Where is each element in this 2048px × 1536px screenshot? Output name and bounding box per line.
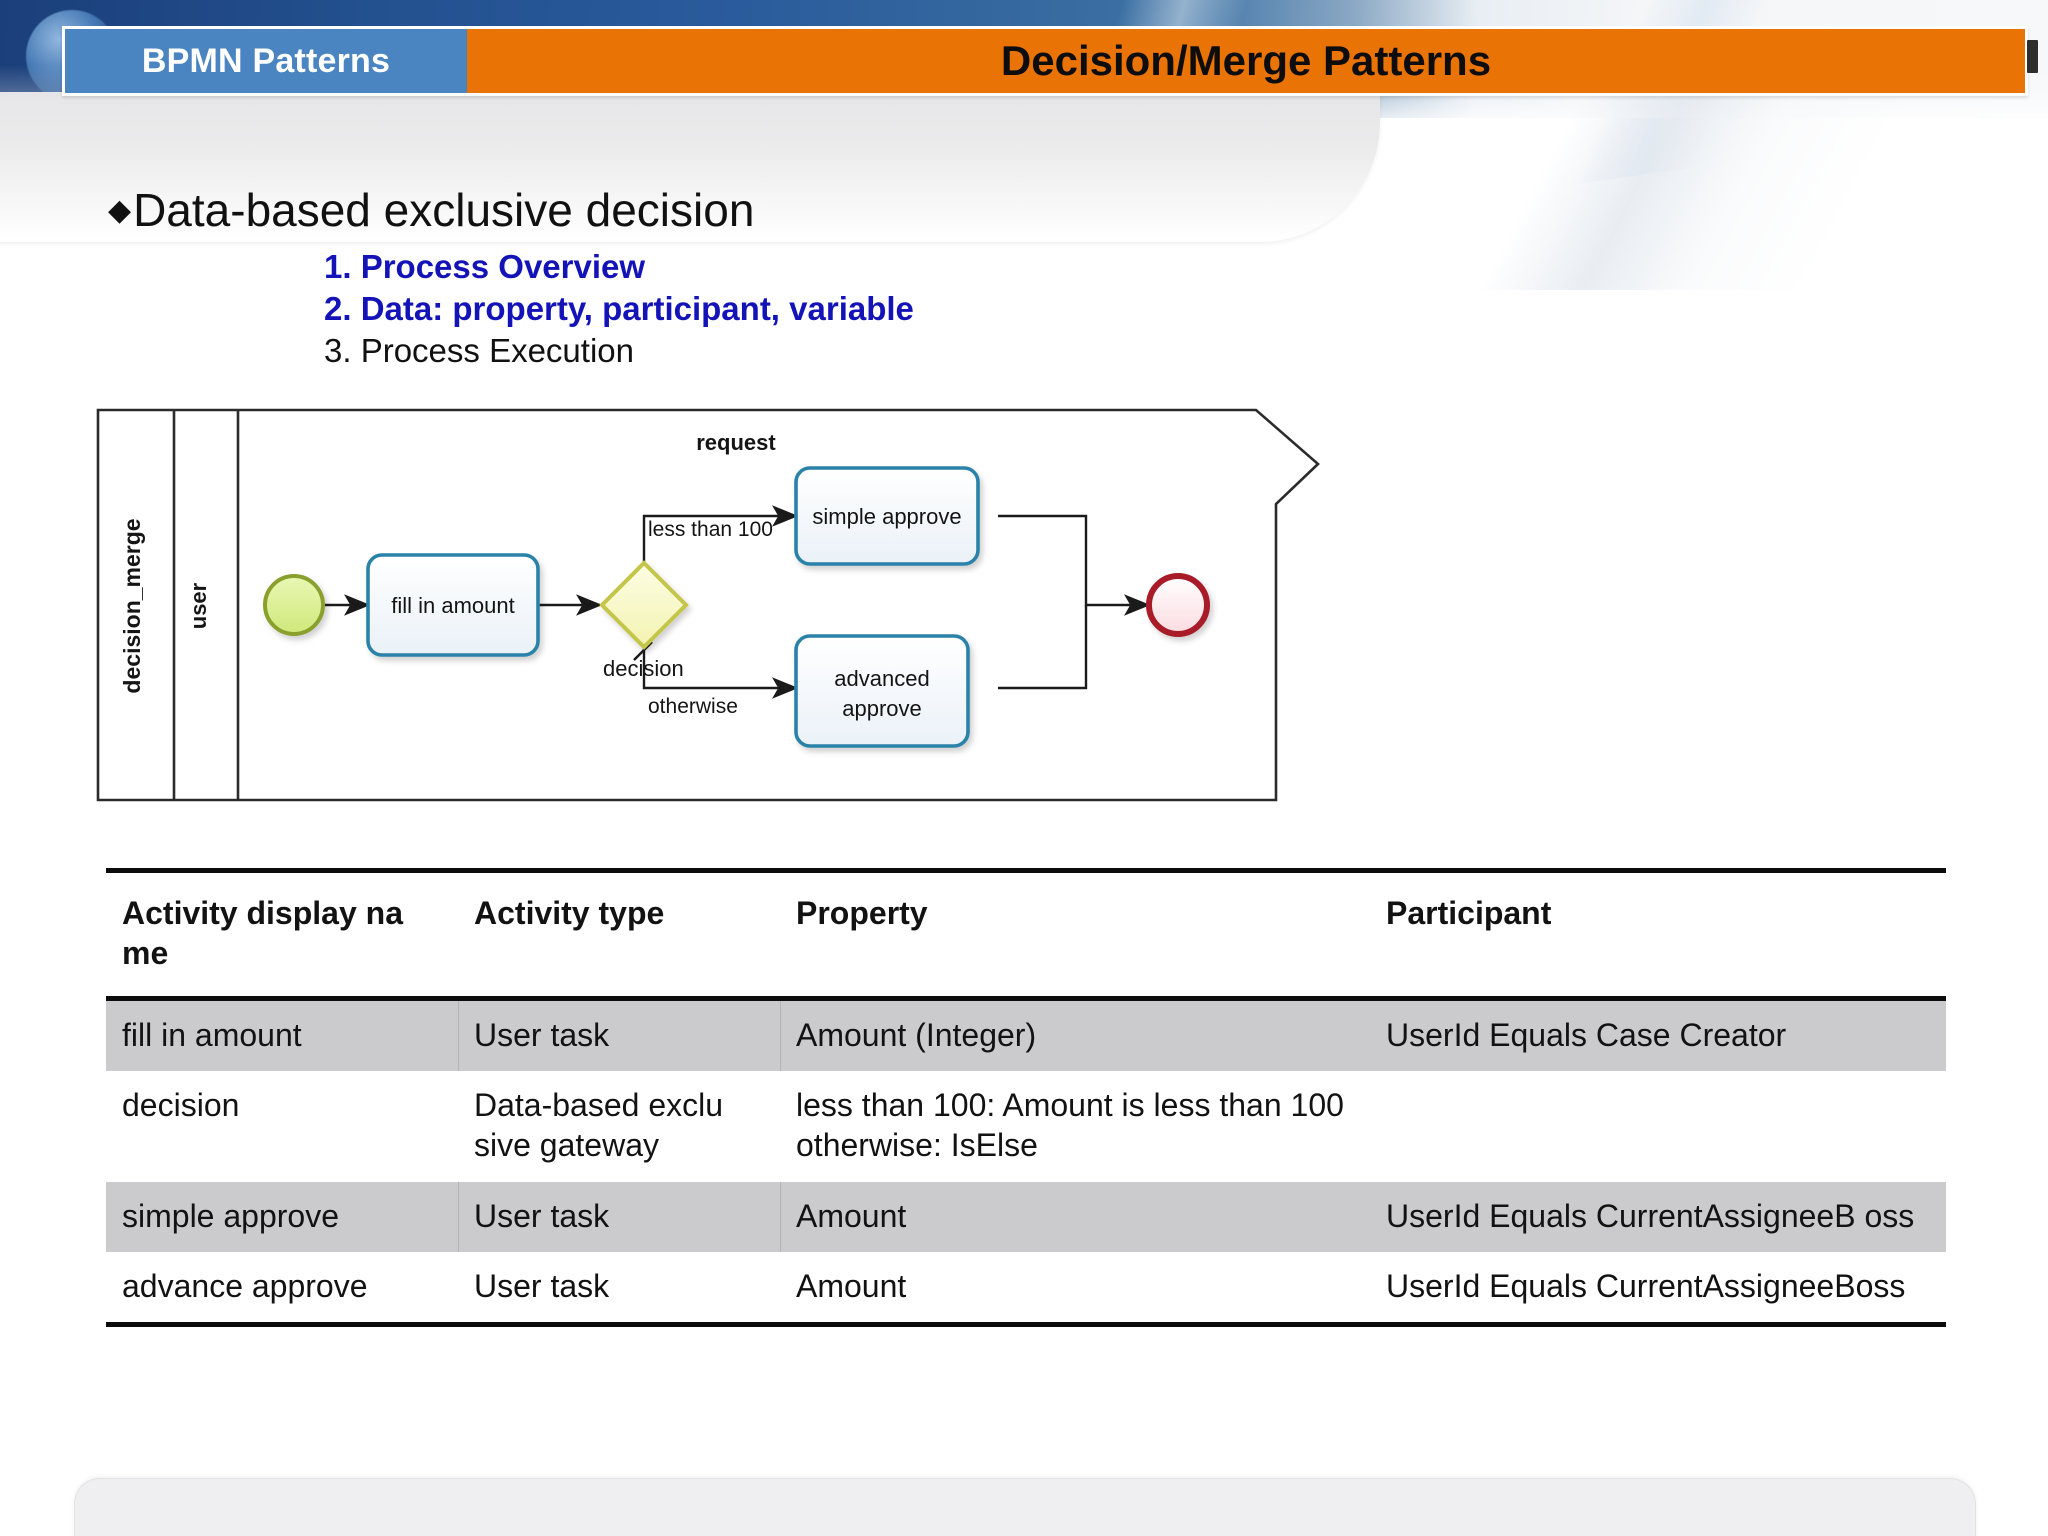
cell-type: User task (458, 1182, 780, 1252)
cell-activity: decision (122, 1086, 240, 1123)
column-header-activity-type: Activity type (474, 895, 665, 931)
cell-activity: advance approve (122, 1267, 368, 1304)
task-simple-approve[interactable] (794, 466, 980, 566)
gateway-label: decision (603, 656, 684, 681)
outline-item-1: 1. Process Overview (324, 247, 646, 285)
table-row: simple approve User task Amount UserId E… (106, 1181, 1946, 1252)
cell-property: Amount (796, 1267, 907, 1304)
outline-block: ◆ Data-based exclusive decision 1. Proce… (108, 184, 1408, 373)
cell-property: Amount (780, 1182, 1370, 1252)
page-title: Decision/Merge Patterns (1000, 37, 1492, 84)
cell-type: User task (474, 1267, 610, 1304)
task-advanced-approve-label-line2: approve (842, 696, 922, 721)
outline-heading: Data-based exclusive decision (133, 184, 755, 236)
table-row: fill in amount User task Amount (Integer… (106, 998, 1946, 1071)
diamond-bullet-icon: ◆ (108, 194, 132, 227)
cell-participant: UserId Equals Case Creator (1386, 1016, 1787, 1053)
pool-label: decision_merge (119, 518, 145, 693)
end-event[interactable] (1146, 573, 1210, 637)
start-event[interactable] (263, 574, 325, 636)
outline-heading-row: ◆ Data-based exclusive decision (108, 184, 1408, 236)
cell-property: Amount (Integer) (780, 998, 1370, 1071)
header-curve-decoration-right (1290, 90, 2048, 290)
outline-item-3: 3. Process Execution (324, 332, 634, 370)
task-fill-in-amount[interactable] (366, 553, 540, 657)
cell-participant: UserId Equals CurrentAssigneeBoss (1386, 1267, 1906, 1304)
pool-outline (96, 408, 1320, 802)
title-bar: BPMN Patterns Decision/Merge Patterns (62, 26, 2028, 96)
flow-label-default: otherwise (648, 695, 738, 718)
table-row: decision Data-based exclu sive gateway l… (106, 1071, 1946, 1182)
table-header-row: Activity display na me Activity type Pro… (106, 870, 1946, 999)
column-header-participant: Participant (1386, 895, 1552, 931)
table-row: advance approve User task Amount UserId … (106, 1252, 1946, 1325)
cell-activity: simple approve (122, 1197, 339, 1234)
cell-type: User task (458, 998, 780, 1071)
default-flow-slash-icon (633, 641, 653, 661)
cell-activity: fill in amount (122, 1016, 302, 1053)
cell-participant: UserId Equals CurrentAssigneeB oss (1386, 1197, 1915, 1234)
column-header-property: Property (796, 895, 928, 931)
slide-title-banner: Decision/Merge Patterns (467, 29, 2025, 93)
breadcrumb-tab-label: BPMN Patterns (141, 41, 391, 80)
task-fill-in-amount-label: fill in amount (391, 593, 515, 618)
outline-sub-list: 1. Process Overview 2. Data: property, p… (324, 246, 1408, 373)
footer-panel (74, 1478, 1976, 1536)
cell-property: less than 100: Amount is less than 100 o… (796, 1086, 1344, 1164)
flow-label-condition: less than 100 (648, 518, 773, 541)
outline-item-2: 2. Data: property, participant, variable (324, 289, 914, 327)
task-advanced-approve[interactable] (794, 634, 970, 748)
lane-label: user (186, 582, 211, 629)
sequence-flows (324, 505, 1151, 699)
exclusive-gateway[interactable] (599, 560, 689, 650)
task-advanced-approve-label: advanced (834, 666, 929, 691)
message-label: request (696, 430, 776, 455)
bpmn-diagram: decision_merge user request (96, 408, 1356, 803)
task-simple-approve-label: simple approve (812, 504, 961, 529)
header-curve-decoration (0, 92, 1380, 242)
cell-type: Data-based exclu sive gateway (474, 1086, 724, 1164)
cell-participant (1370, 1071, 1946, 1182)
column-header-activity-display-name: Activity display na me (122, 895, 403, 972)
activity-data-table: Activity display na me Activity type Pro… (106, 868, 1946, 1327)
title-bar-edge-marker-icon (2027, 40, 2038, 73)
breadcrumb-tab-bpmn-patterns[interactable]: BPMN Patterns (65, 29, 467, 93)
